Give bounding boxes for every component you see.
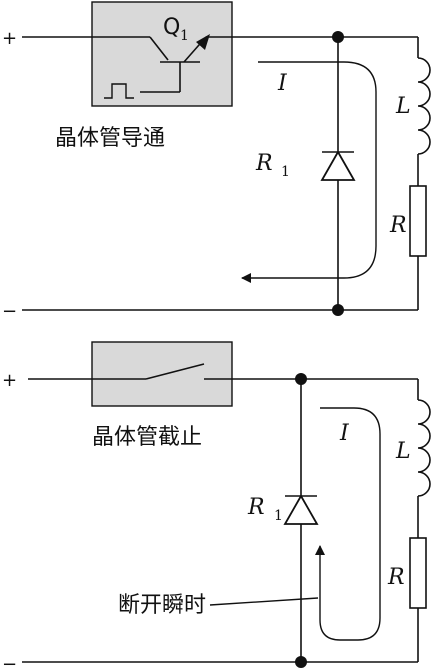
top-inductor-symbol: [417, 57, 431, 155]
bottom-annotation: 断开瞬时: [118, 593, 206, 618]
transistor-label-sub: 1: [180, 28, 189, 44]
bottom-circuit: + − 晶体管截止 R 1 I 断开瞬时: [2, 341, 431, 672]
top-minus-sign: −: [2, 301, 17, 322]
top-diode-symbol: [320, 150, 356, 181]
top-resistor-symbol: [409, 185, 427, 257]
top-plus-sign: +: [2, 28, 17, 49]
top-diode-label: R: [255, 151, 273, 176]
top-diode-label-sub: 1: [281, 164, 290, 180]
bottom-minus-sign: −: [2, 654, 17, 672]
top-junction-dot: [332, 31, 344, 43]
emitter-arrow-icon: [196, 34, 210, 50]
transistor-box: [91, 1, 233, 107]
top-junction-dot: [332, 304, 344, 316]
bottom-diode-label-sub: 1: [274, 508, 283, 524]
bottom-inductor-label: L: [395, 439, 411, 464]
bottom-current-label: I: [339, 421, 350, 446]
top-inductor-label: L: [395, 94, 411, 119]
bottom-resistor-label: R: [387, 565, 405, 590]
bottom-annotation-leader: [209, 597, 319, 606]
bottom-junction-dot: [295, 373, 307, 385]
bottom-plus-sign: +: [2, 370, 17, 391]
bottom-caption: 晶体管截止: [92, 425, 202, 450]
bottom-resistor-symbol: [409, 537, 427, 609]
top-caption: 晶体管导通: [55, 126, 165, 151]
transistor-label: Q: [163, 15, 180, 40]
top-current-arrow: [241, 61, 377, 283]
switch-box: [91, 341, 233, 407]
switch-symbol: [92, 363, 232, 380]
top-resistor-label: R: [389, 213, 407, 238]
bottom-inductor-symbol: [417, 399, 431, 497]
pulse-icon: [104, 83, 134, 99]
bottom-current-arrow: [315, 407, 381, 641]
transistor-symbol: [92, 34, 232, 99]
top-current-label: I: [277, 71, 288, 96]
bottom-diode-label: R: [247, 495, 265, 520]
bottom-junction-dot: [295, 656, 307, 668]
top-circuit: + − Q 1 晶体管导通: [2, 1, 431, 322]
bottom-diode-symbol: [283, 494, 319, 525]
